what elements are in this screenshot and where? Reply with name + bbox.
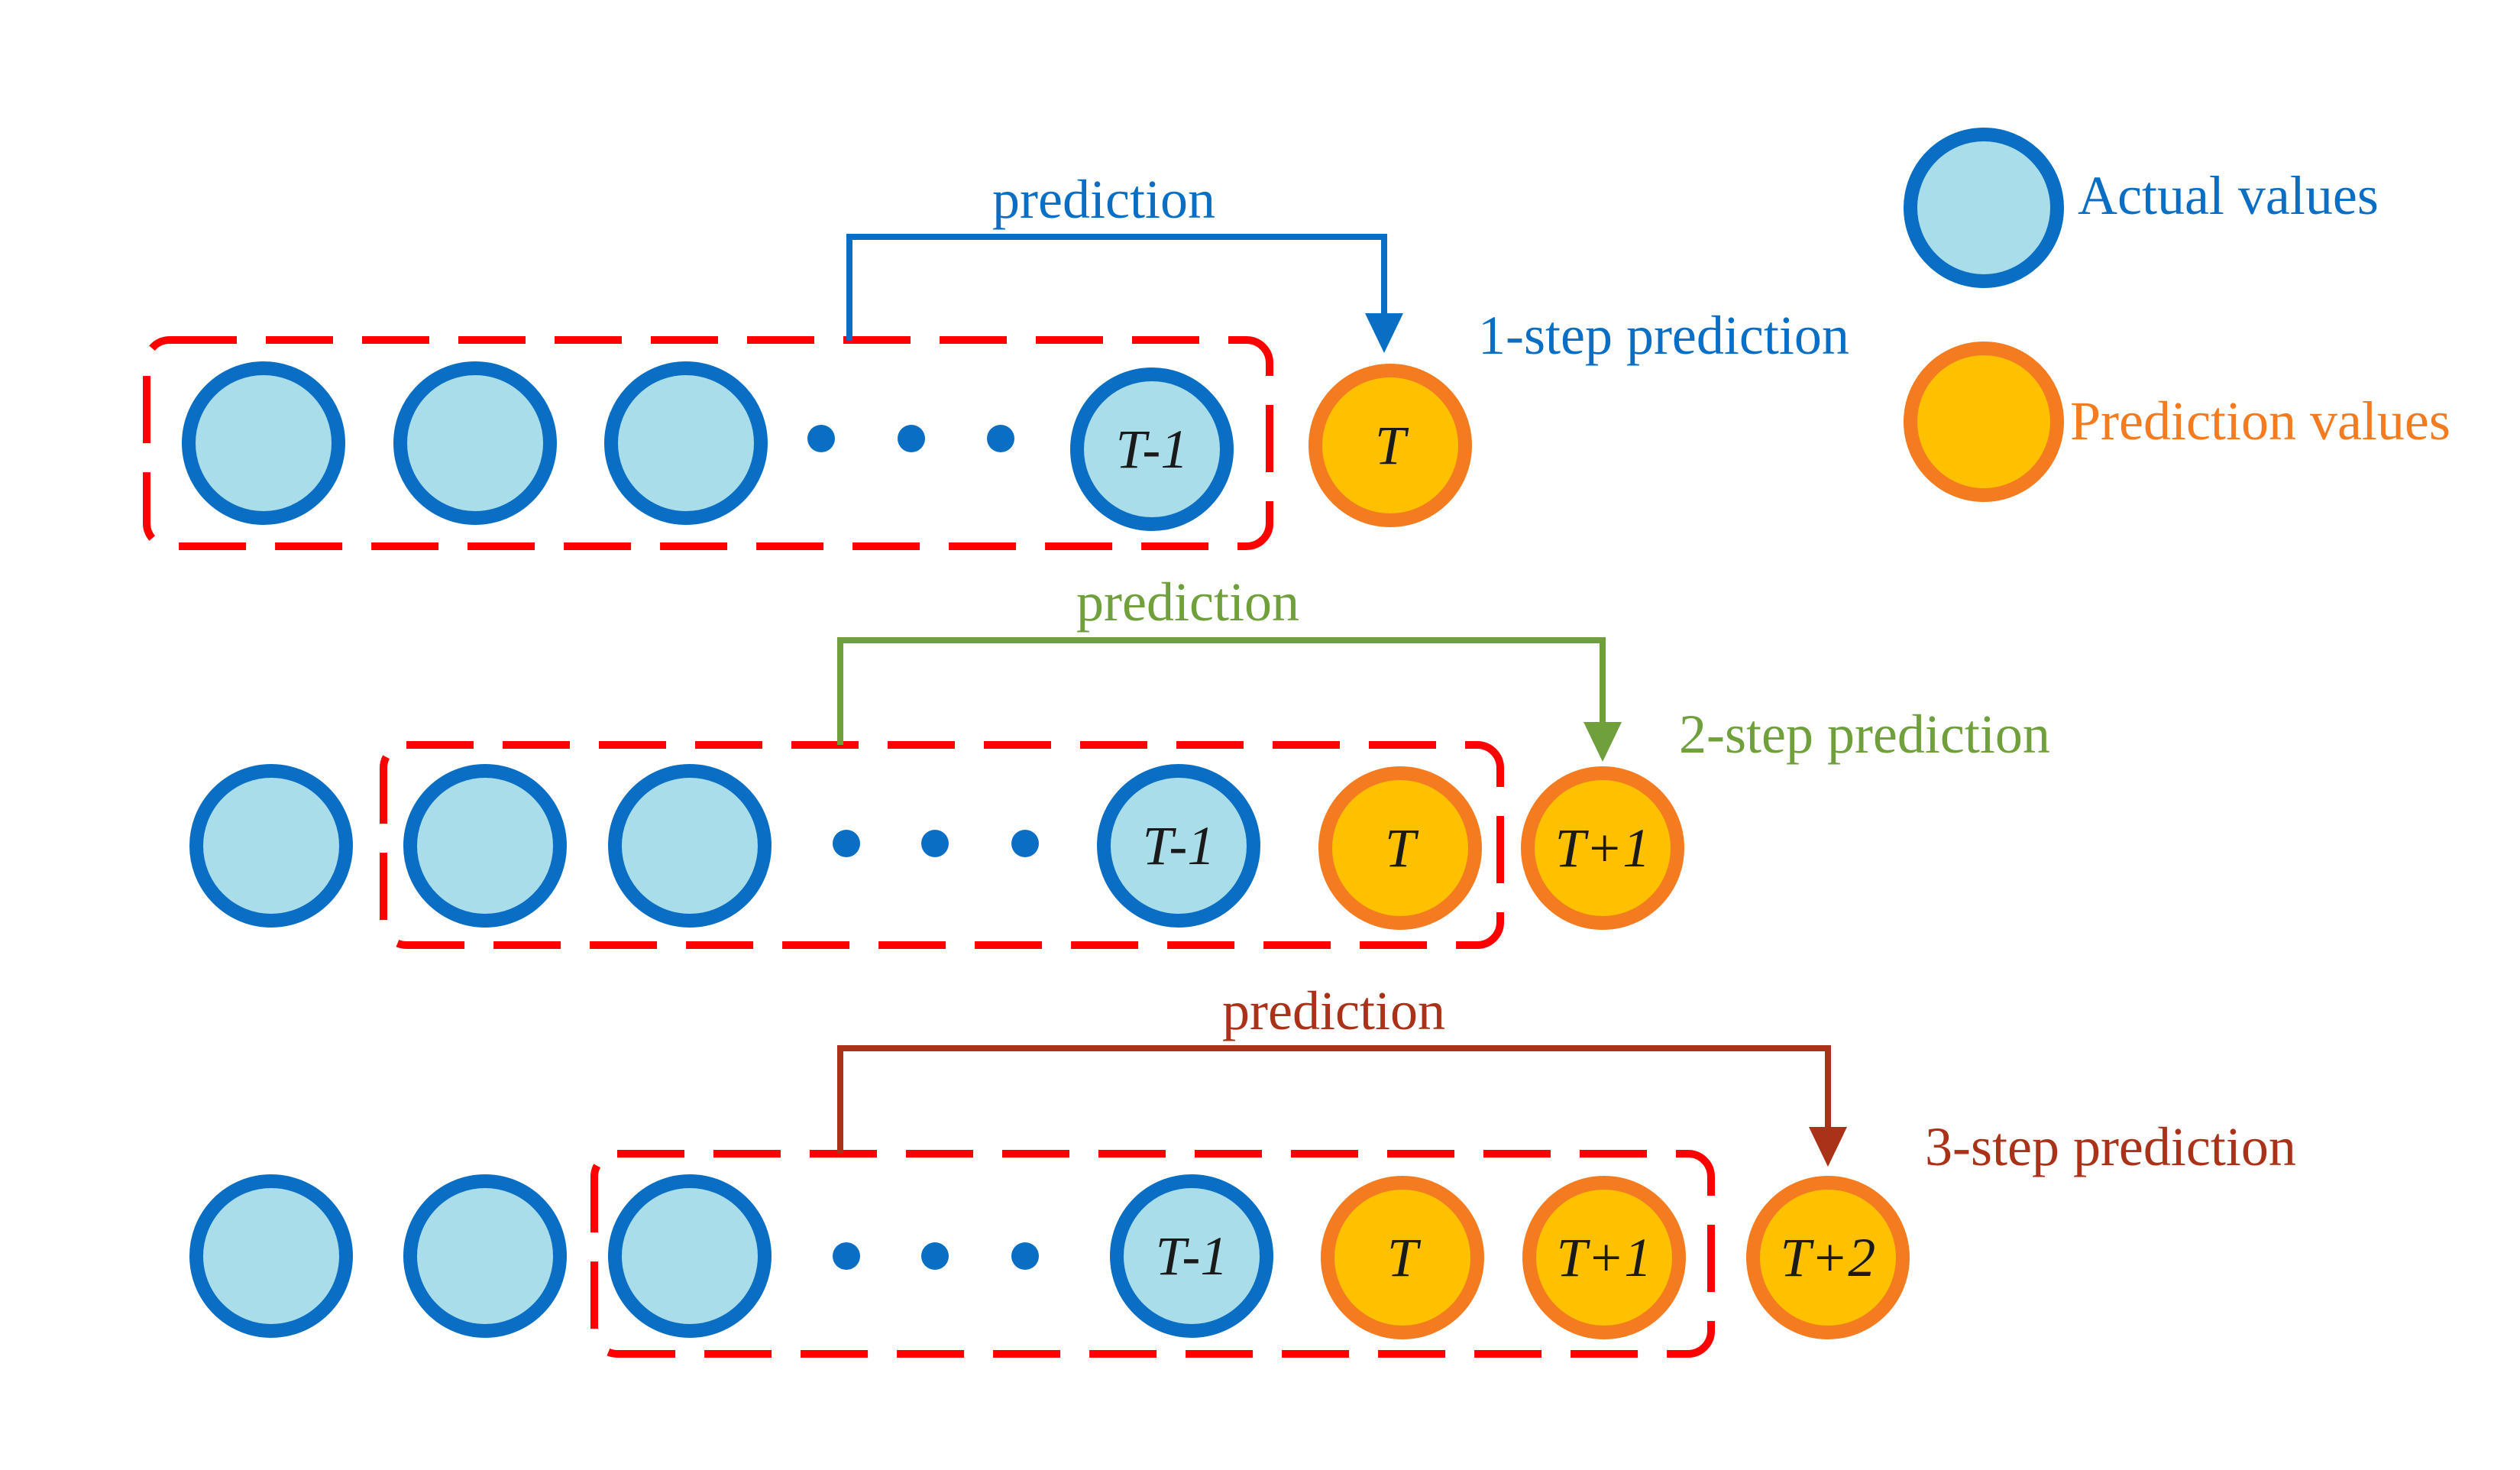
prediction-value-node-t-plus-2 xyxy=(1746,1176,1910,1339)
prediction-value-node-t xyxy=(1321,1176,1484,1339)
actual-value-node xyxy=(182,361,345,525)
legend-actual-label: Actual values xyxy=(2078,165,2379,226)
node-label-t: T xyxy=(1375,415,1409,476)
node-label-t-plus-2: T+2 xyxy=(1781,1227,1876,1288)
actual-value-node xyxy=(393,361,557,525)
legend: Actual values Prediction values xyxy=(1904,128,2450,502)
actual-value-node-t-1 xyxy=(1110,1174,1273,1338)
prediction-arrow-1 xyxy=(846,234,1403,353)
node-label-t: T xyxy=(1385,818,1419,879)
input-window-1 xyxy=(143,336,1273,550)
node-label-t-plus-1: T+1 xyxy=(1555,818,1651,879)
actual-value-node xyxy=(189,1174,353,1338)
node-label-t: T xyxy=(1387,1227,1422,1288)
prediction-value-node-t-plus-1 xyxy=(1522,1176,1686,1339)
node-label-t-1: T-1 xyxy=(1156,1226,1228,1287)
input-window-2 xyxy=(380,741,1504,949)
row-3-step: T-1 T T+1 T+2 prediction 3-step predicti… xyxy=(189,980,2296,1358)
arrow-label-1: prediction xyxy=(992,169,1215,230)
actual-value-node xyxy=(608,1174,772,1338)
prediction-arrow-3 xyxy=(837,1045,1847,1167)
actual-value-node xyxy=(608,764,772,928)
row-2-step: T-1 T T+1 prediction 2-step prediction xyxy=(189,571,2050,949)
row-1-step: T-1 T prediction 1-step prediction xyxy=(143,169,1849,550)
arrow-label-2: prediction xyxy=(1076,571,1299,633)
prediction-value-node-t xyxy=(1309,364,1472,527)
step-label-1: 1-step prediction xyxy=(1478,305,1849,366)
actual-value-node-t-1 xyxy=(1097,764,1260,928)
actual-value-node xyxy=(403,1174,567,1338)
legend-actual-swatch xyxy=(1904,128,2064,288)
node-label-t-1: T-1 xyxy=(1116,419,1189,480)
prediction-value-node-t xyxy=(1318,766,1482,930)
step-label-3: 3-step prediction xyxy=(1925,1116,2296,1177)
node-label-t-plus-1: T+1 xyxy=(1557,1227,1652,1288)
arrow-label-3: prediction xyxy=(1222,980,1445,1041)
legend-prediction-swatch xyxy=(1904,342,2064,502)
actual-value-node-t-1 xyxy=(1070,368,1234,531)
legend-prediction-label: Prediction values xyxy=(2070,390,2450,452)
prediction-value-node-t-plus-1 xyxy=(1521,766,1684,930)
step-label-2: 2-step prediction xyxy=(1679,704,2050,765)
prediction-arrow-2 xyxy=(837,637,1622,762)
input-window-3 xyxy=(590,1150,1715,1358)
ellipsis-dots xyxy=(833,1242,1039,1270)
ellipsis-dots xyxy=(833,830,1039,857)
actual-value-node xyxy=(403,764,567,928)
actual-value-node xyxy=(604,361,768,525)
actual-value-node xyxy=(189,764,353,928)
ellipsis-dots xyxy=(807,425,1014,452)
node-label-t-1: T-1 xyxy=(1143,815,1215,876)
